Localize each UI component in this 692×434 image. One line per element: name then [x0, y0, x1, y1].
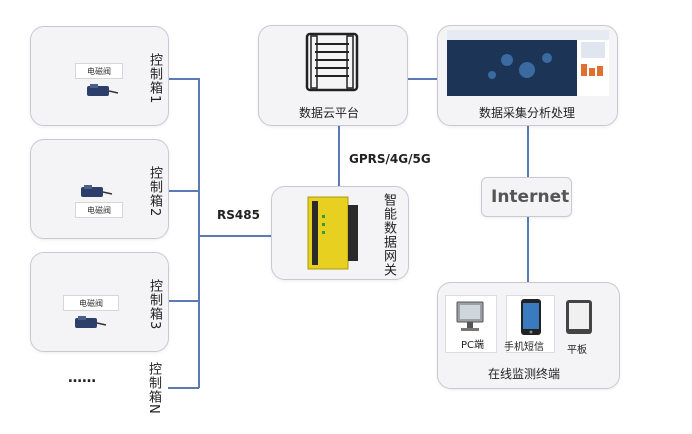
bus-tap-n — [168, 387, 199, 389]
tablet-tile: 平板 — [562, 295, 602, 356]
bus-tap-2 — [168, 190, 199, 192]
mobile-sms-label: 手机短信 — [504, 342, 544, 353]
analysis-dashboard-thumbnail — [447, 30, 609, 96]
rs485-label: RS485 — [217, 208, 260, 222]
pc-terminal-label: PC端 — [461, 340, 485, 351]
solenoid-valve-label: 电磁阀 — [75, 63, 123, 79]
control-box-title: 控制箱3 — [147, 279, 162, 331]
more-boxes-ellipsis: …… — [68, 370, 96, 386]
cloud-analysis-link-line — [407, 78, 438, 80]
tablet-icon — [566, 300, 592, 334]
internet-box: Internet — [481, 177, 572, 217]
bus-tap-3 — [168, 300, 199, 302]
online-monitoring-terminals-box: PC端 手机短信 平板 在线监测终端 — [437, 282, 620, 389]
control-box-title: 控制箱1 — [147, 53, 162, 105]
tablet-label: 平板 — [567, 345, 587, 356]
pc-monitor-icon — [456, 301, 484, 331]
gateway-title: 智能数据网关 — [381, 193, 396, 277]
solenoid-valve-icon — [75, 316, 107, 328]
mobile-sms-tile: 手机短信 — [504, 295, 555, 353]
control-box-2: 电磁阀 控制箱2 — [30, 139, 169, 239]
solenoid-valve-label: 电磁阀 — [75, 202, 123, 218]
data-analysis-box: 数据采集分析处理 — [437, 25, 618, 126]
terminals-title: 在线监测终端 — [488, 367, 561, 381]
internet-label: Internet — [491, 187, 570, 207]
gprs-label: GPRS/4G/5G — [349, 152, 431, 166]
cloud-platform-title: 数据云平台 — [299, 106, 360, 120]
analysis-title: 数据采集分析处理 — [479, 106, 576, 120]
gateway-device-icon — [307, 196, 358, 270]
analysis-internet-link-line — [527, 124, 529, 178]
solenoid-valve-icon — [87, 84, 119, 96]
control-box-title: 控制箱2 — [147, 166, 162, 218]
server-icon — [305, 32, 359, 92]
rs485-link-line — [198, 235, 272, 237]
data-cloud-platform-box: 数据云平台 — [258, 25, 408, 126]
bus-vertical-line — [198, 78, 200, 388]
bus-tap-1 — [168, 78, 199, 80]
control-box-n-title: 控制箱N — [146, 362, 161, 415]
control-box-3: 电磁阀 控制箱3 — [30, 252, 169, 352]
gprs-link-line — [338, 124, 340, 186]
smartphone-icon — [521, 299, 541, 335]
pc-terminal-tile: PC端 — [445, 295, 497, 353]
solenoid-valve-label: 电磁阀 — [63, 295, 119, 311]
smart-data-gateway-box: 智能数据网关 — [271, 186, 409, 280]
control-box-1: 电磁阀 控制箱1 — [30, 26, 169, 126]
solenoid-valve-icon — [81, 185, 113, 197]
internet-terminals-link-line — [527, 216, 529, 282]
